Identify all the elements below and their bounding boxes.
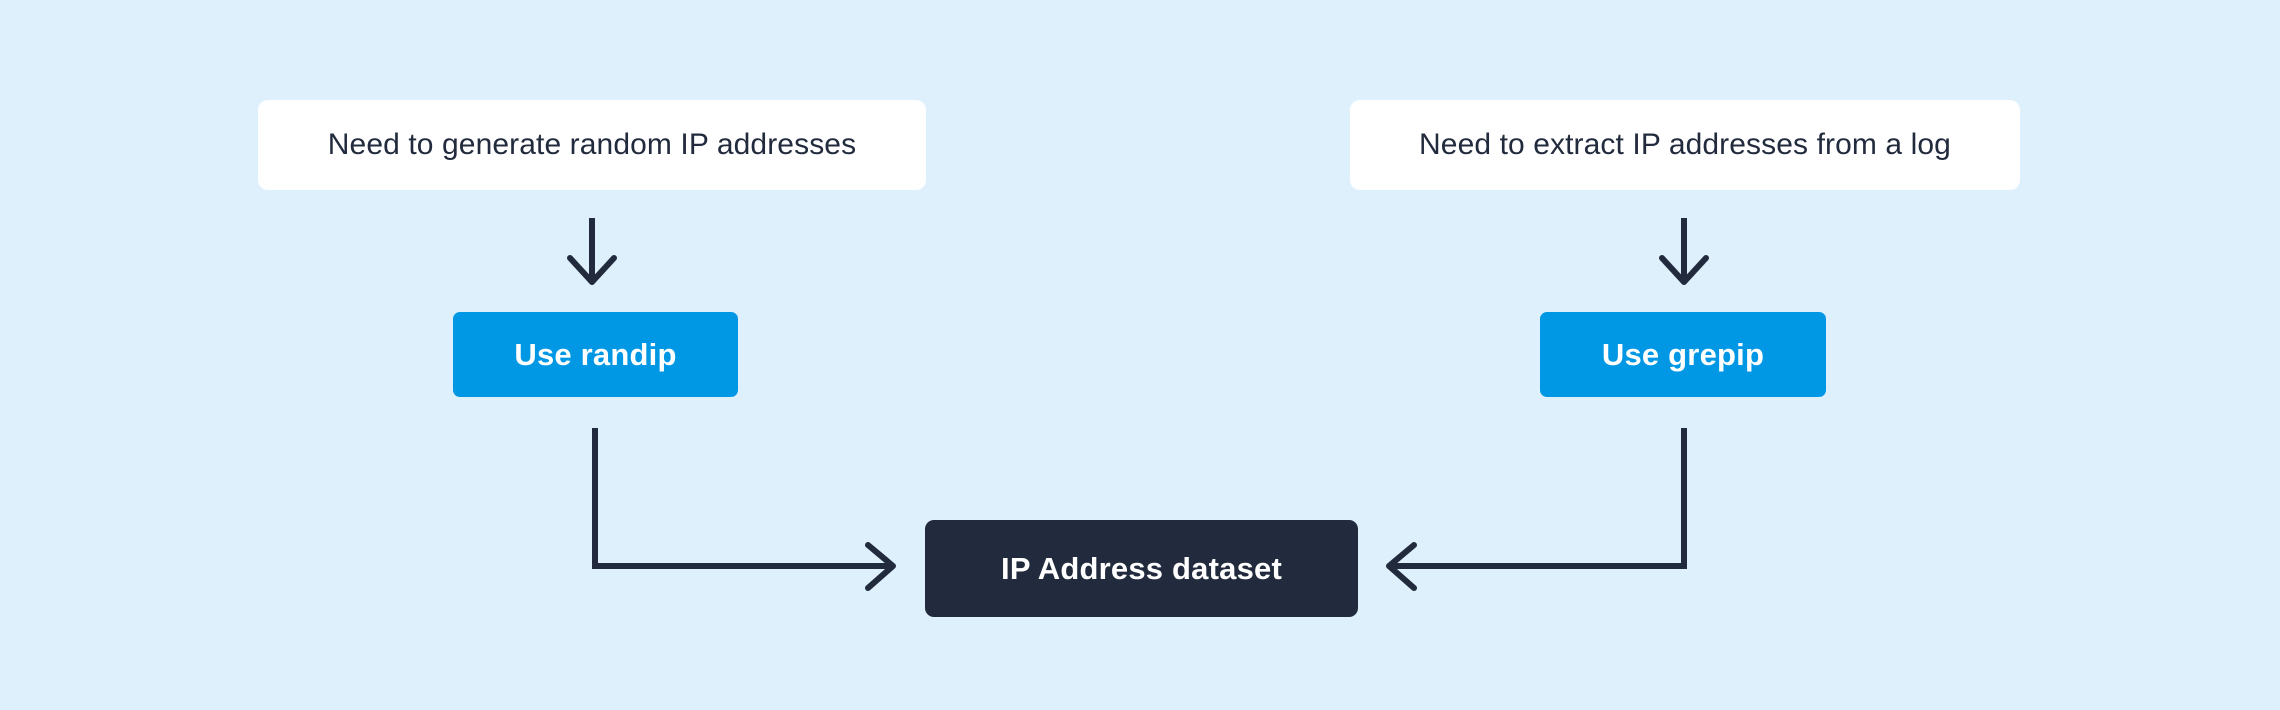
action-node-use-grepip: Use grepip	[1540, 312, 1826, 397]
prompt-node-generate-random-ip: Need to generate random IP addresses	[258, 100, 926, 190]
action-node-label: Use randip	[514, 336, 677, 372]
output-node-ip-address-dataset: IP Address dataset	[925, 520, 1358, 617]
edge-action-left-to-output	[592, 428, 896, 591]
edge-prompt-left-to-action-left	[567, 218, 617, 285]
action-node-use-randip: Use randip	[453, 312, 738, 397]
edge-prompt-right-to-action-right	[1659, 218, 1709, 285]
edge-action-right-to-output	[1386, 428, 1687, 591]
prompt-node-label: Need to extract IP addresses from a log	[1419, 128, 1951, 161]
action-node-label: Use grepip	[1601, 336, 1765, 372]
prompt-node-extract-ip-from-log: Need to extract IP addresses from a log	[1350, 100, 2020, 190]
output-node-label: IP Address dataset	[1001, 550, 1282, 586]
prompt-node-label: Need to generate random IP addresses	[327, 128, 857, 161]
